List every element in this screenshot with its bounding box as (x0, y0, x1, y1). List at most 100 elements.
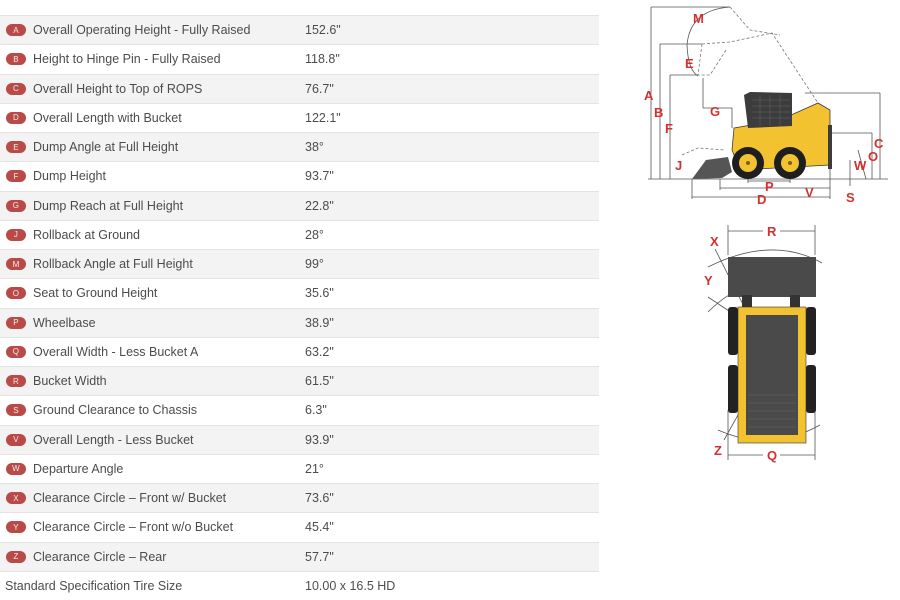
badge-p: P (6, 316, 26, 329)
spec-row-m: M Rollback Angle at Full Height 99° (0, 250, 599, 280)
top-view-diagram: R X Y Z Q (704, 224, 823, 463)
badge-m: M (6, 258, 26, 271)
spec-value: 22.8" (305, 198, 334, 213)
spec-label: Clearance Circle – Rear (33, 549, 167, 564)
spec-value: 73.6" (305, 491, 334, 506)
badge-d: D (6, 111, 26, 124)
badge-a: A (6, 24, 26, 37)
spec-label: Rollback at Ground (33, 227, 141, 242)
badge-f: F (6, 170, 26, 183)
label-e: E (685, 56, 694, 71)
spec-label: Height to Hinge Pin - Fully Raised (33, 52, 221, 67)
label-g: G (710, 104, 720, 119)
spec-value: 152.6" (305, 23, 341, 38)
label-r: R (767, 224, 777, 239)
spec-row-e: E Dump Angle at Full Height 38° (0, 133, 599, 163)
spec-row-x: X Clearance Circle – Front w/ Bucket 73.6… (0, 484, 599, 514)
badge-b: B (6, 53, 26, 66)
spec-value: 10.00 x 16.5 HD (305, 578, 396, 593)
spec-label: Bucket Width (33, 374, 107, 389)
spec-value: 35.6" (305, 286, 334, 301)
spec-label: Ground Clearance to Chassis (33, 403, 197, 418)
badge-x: X (6, 492, 26, 505)
label-m: M (693, 11, 704, 26)
badge-v: V (6, 433, 26, 446)
spec-row-q: Q Overall Width - Less Bucket A 63.2" (0, 337, 599, 367)
spec-label: Overall Operating Height - Fully Raised (33, 23, 251, 38)
spec-table: A Overall Operating Height - Fully Raised… (0, 15, 599, 600)
spec-label: Overall Length - Less Bucket (33, 432, 194, 447)
spec-value: 61.5" (305, 374, 334, 389)
spec-label: Clearance Circle – Front w/ Bucket (33, 491, 227, 506)
spec-label: Dump Angle at Full Height (33, 140, 179, 155)
spec-value: 45.4" (305, 520, 334, 535)
spec-value: 99° (305, 257, 324, 272)
badge-s: S (6, 404, 26, 417)
spec-label: Wheelbase (33, 315, 96, 330)
spec-row-g: G Dump Reach at Full Height 22.8" (0, 191, 599, 221)
spec-value: 6.3" (305, 403, 327, 418)
label-o: O (868, 149, 878, 164)
spec-label: Standard Specification Tire Size (5, 578, 183, 593)
spec-label: Dump Reach at Full Height (33, 198, 184, 213)
spec-row-z: Z Clearance Circle – Rear 57.7" (0, 542, 599, 572)
label-y: Y (704, 273, 713, 288)
spec-label: Clearance Circle – Front w/o Bucket (33, 520, 234, 535)
spec-row-f: F Dump Height 93.7" (0, 162, 599, 192)
label-v: V (805, 185, 814, 200)
spec-value: 21° (305, 461, 324, 476)
spec-row-w: W Departure Angle 21° (0, 454, 599, 484)
spec-value: 76.7" (305, 81, 334, 96)
label-p: P (765, 179, 774, 194)
spec-row-tire: Standard Specification Tire Size 10.00 x… (0, 571, 599, 600)
label-q: Q (767, 448, 777, 463)
label-c: C (874, 136, 884, 151)
label-x: X (710, 234, 719, 249)
spec-row-j: J Rollback at Ground 28° (0, 220, 599, 250)
spec-value: 122.1" (305, 110, 341, 125)
badge-c: C (6, 82, 26, 95)
spec-row-a: A Overall Operating Height - Fully Raised… (0, 16, 599, 46)
spec-row-p: P Wheelbase 38.9" (0, 308, 599, 338)
spec-row-c: C Overall Height to Top of ROPS 76.7" (0, 74, 599, 104)
spec-value: 93.9" (305, 432, 334, 447)
spec-row-v: V Overall Length - Less Bucket 93.9" (0, 425, 599, 455)
spec-label: Rollback Angle at Full Height (33, 257, 193, 272)
spec-value: 118.8" (305, 52, 340, 67)
badge-y: Y (6, 521, 26, 534)
badge-g: G (6, 199, 26, 212)
spec-label: Overall Width - Less Bucket A (33, 344, 199, 359)
spec-value: 38.9" (305, 315, 334, 330)
spec-value: 38° (305, 140, 324, 155)
spec-label: Departure Angle (33, 461, 124, 476)
spec-row-b: B Height to Hinge Pin - Fully Raised 118.… (0, 45, 599, 75)
badge-w: W (6, 462, 26, 475)
badge-j: J (6, 228, 26, 241)
spec-row-s: S Ground Clearance to Chassis 6.3" (0, 396, 599, 426)
spec-row-o: O Seat to Ground Height 35.6" (0, 279, 599, 309)
spec-row-d: D Overall Length with Bucket 122.1" (0, 103, 599, 133)
spec-label: Seat to Ground Height (33, 286, 158, 301)
spec-row-r: R Bucket Width 61.5" (0, 367, 599, 397)
label-f: F (665, 121, 673, 136)
label-b: B (654, 105, 663, 120)
badge-e: E (6, 141, 26, 154)
spec-value: 63.2" (305, 344, 334, 359)
spec-label: Dump Height (33, 169, 106, 184)
spec-label: Overall Length with Bucket (33, 110, 182, 125)
badge-z: Z (6, 550, 26, 563)
label-w: W (854, 158, 867, 173)
badge-o: O (6, 287, 26, 300)
label-j: J (675, 158, 682, 173)
label-z: Z (714, 443, 722, 458)
spec-row-y: Y Clearance Circle – Front w/o Bucket 45.… (0, 513, 599, 543)
label-a: A (644, 88, 654, 103)
badge-q: Q (6, 345, 26, 358)
side-view-diagram: M E A B G F C O W J P V D S (644, 6, 888, 207)
badge-r: R (6, 375, 26, 388)
spec-value: 57.7" (305, 549, 334, 564)
spec-label: Overall Height to Top of ROPS (33, 81, 203, 96)
label-d: D (757, 192, 766, 207)
spec-value: 93.7" (305, 169, 334, 184)
spec-value: 28° (305, 227, 324, 242)
